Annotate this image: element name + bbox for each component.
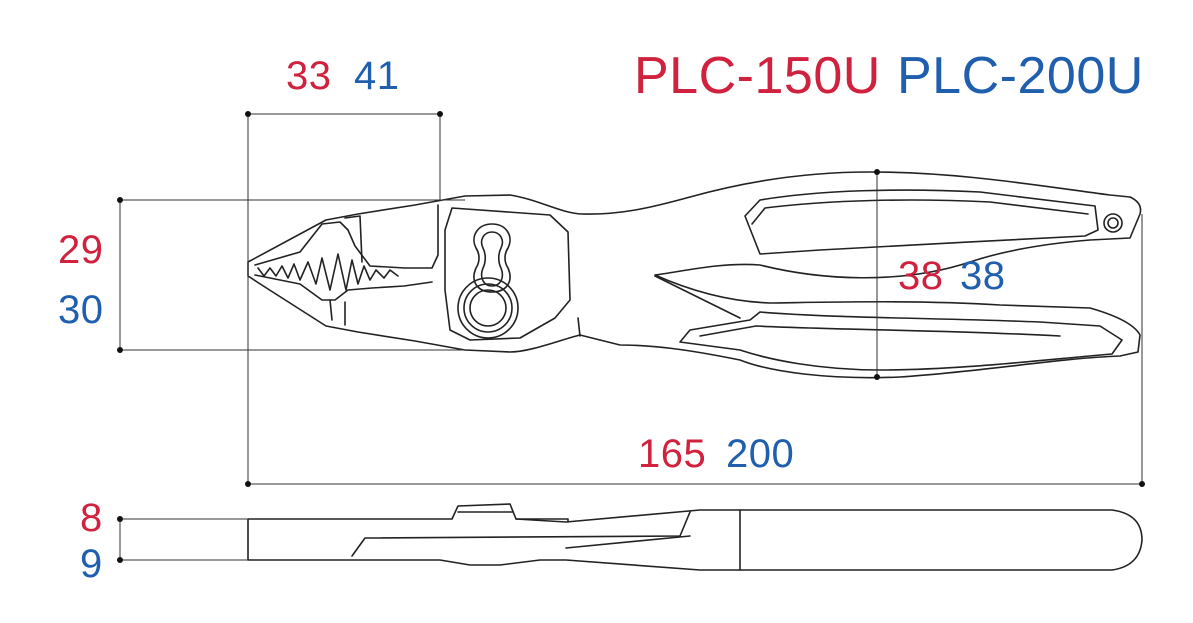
jaw-detail [254, 204, 439, 269]
thickness-red: 8 [80, 496, 103, 540]
jaw-teeth [257, 253, 399, 291]
pivot-slot [473, 223, 511, 293]
side-view-outline [247, 503, 1143, 571]
upper-handle-grip [744, 189, 1099, 255]
lower-handle-grip [679, 311, 1123, 371]
hang-hole [1103, 213, 1123, 233]
model-label-red: PLC-150U [634, 47, 881, 105]
head-height-red: 29 [58, 228, 104, 272]
jaw-length-blue: 41 [354, 54, 400, 98]
handle-span-blue: 38 [960, 254, 1006, 298]
overall-length-red: 165 [638, 432, 707, 476]
overall-length-blue: 200 [726, 432, 795, 476]
head-height-blue: 30 [58, 288, 104, 332]
model-label-blue: PLC-200U [897, 47, 1144, 105]
jaw-length-red: 33 [286, 54, 332, 98]
pliers-outline [247, 171, 1142, 379]
pivot-bolt [457, 277, 519, 339]
thickness-blue: 9 [80, 542, 103, 586]
handle-span-red: 38 [898, 254, 944, 298]
